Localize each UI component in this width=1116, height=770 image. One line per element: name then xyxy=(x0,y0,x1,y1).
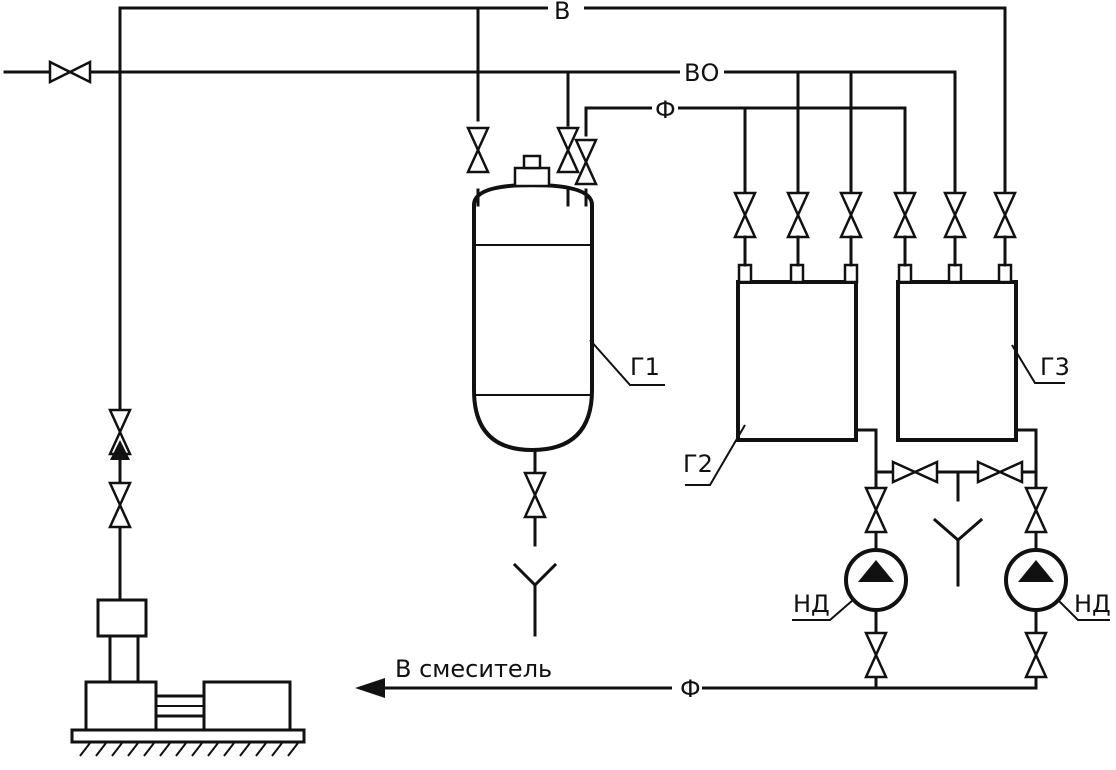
ground-hatching xyxy=(79,742,299,757)
label-pump-left: НД xyxy=(793,590,830,618)
pump-left-leader xyxy=(792,599,854,621)
crossover-valve-left-icon xyxy=(891,460,939,484)
label-tank-g3: Г3 xyxy=(1040,353,1070,381)
g1-inlet-valve-b-icon xyxy=(466,126,490,174)
label-line-phi-top: Ф xyxy=(655,96,676,124)
label-to-mixer: В смеситель xyxy=(395,655,552,683)
label-bg xyxy=(680,60,724,82)
label-bg xyxy=(672,676,702,700)
inlet-valve-icon xyxy=(48,59,92,85)
riser-valve-lower-icon xyxy=(108,481,132,529)
motor-pump-unit xyxy=(70,598,306,744)
pump-right-leader xyxy=(1057,599,1110,621)
check-valve-icon xyxy=(110,440,130,460)
g3-valve-2-icon xyxy=(943,191,967,239)
g3-valve-3-icon xyxy=(993,191,1017,239)
g1-leader xyxy=(589,339,665,386)
tank-g2 xyxy=(736,263,859,442)
crossover-valve-right-icon xyxy=(976,460,1024,484)
label-line-bo: ВО xyxy=(684,59,719,87)
pump-right-discharge-valve-icon xyxy=(1024,631,1048,679)
pump-right-icon xyxy=(1004,548,1068,612)
g2-valve-2-icon xyxy=(786,191,810,239)
g3-leader xyxy=(1011,344,1065,384)
g1-inlet-valve-phi-icon xyxy=(574,138,598,186)
pump-right-suction-valve-icon xyxy=(1024,486,1048,534)
drain-funnel-icon xyxy=(932,517,984,542)
g2-leader xyxy=(685,424,746,486)
water-line-bo xyxy=(3,70,957,197)
label-bg xyxy=(548,0,584,22)
label-line-b: В xyxy=(554,0,570,25)
pump-left-suction-valve-icon xyxy=(864,486,888,534)
pump-left-icon xyxy=(844,548,908,612)
label-tank-g2: Г2 xyxy=(683,450,713,478)
g2-valve-1-icon xyxy=(733,191,757,239)
line-phi-top xyxy=(584,106,907,197)
tank-g1 xyxy=(472,154,594,453)
g2-valve-3-icon xyxy=(839,191,863,239)
pump-left-discharge-valve-icon xyxy=(864,631,888,679)
label-line-phi-bottom: Ф xyxy=(680,675,701,703)
tank-g3 xyxy=(896,263,1018,442)
line-phi-bottom xyxy=(355,678,1038,698)
flow-arrow-icon xyxy=(355,678,385,698)
label-tank-g1: Г1 xyxy=(630,353,660,381)
g1-drain-funnel-icon xyxy=(512,562,558,588)
label-pump-right: НД xyxy=(1074,590,1111,618)
g1-inlet-valve-bo-icon xyxy=(556,126,580,174)
label-bg xyxy=(652,98,678,120)
g1-drain-valve-icon xyxy=(523,471,547,519)
g3-valve-1-icon xyxy=(893,191,917,239)
